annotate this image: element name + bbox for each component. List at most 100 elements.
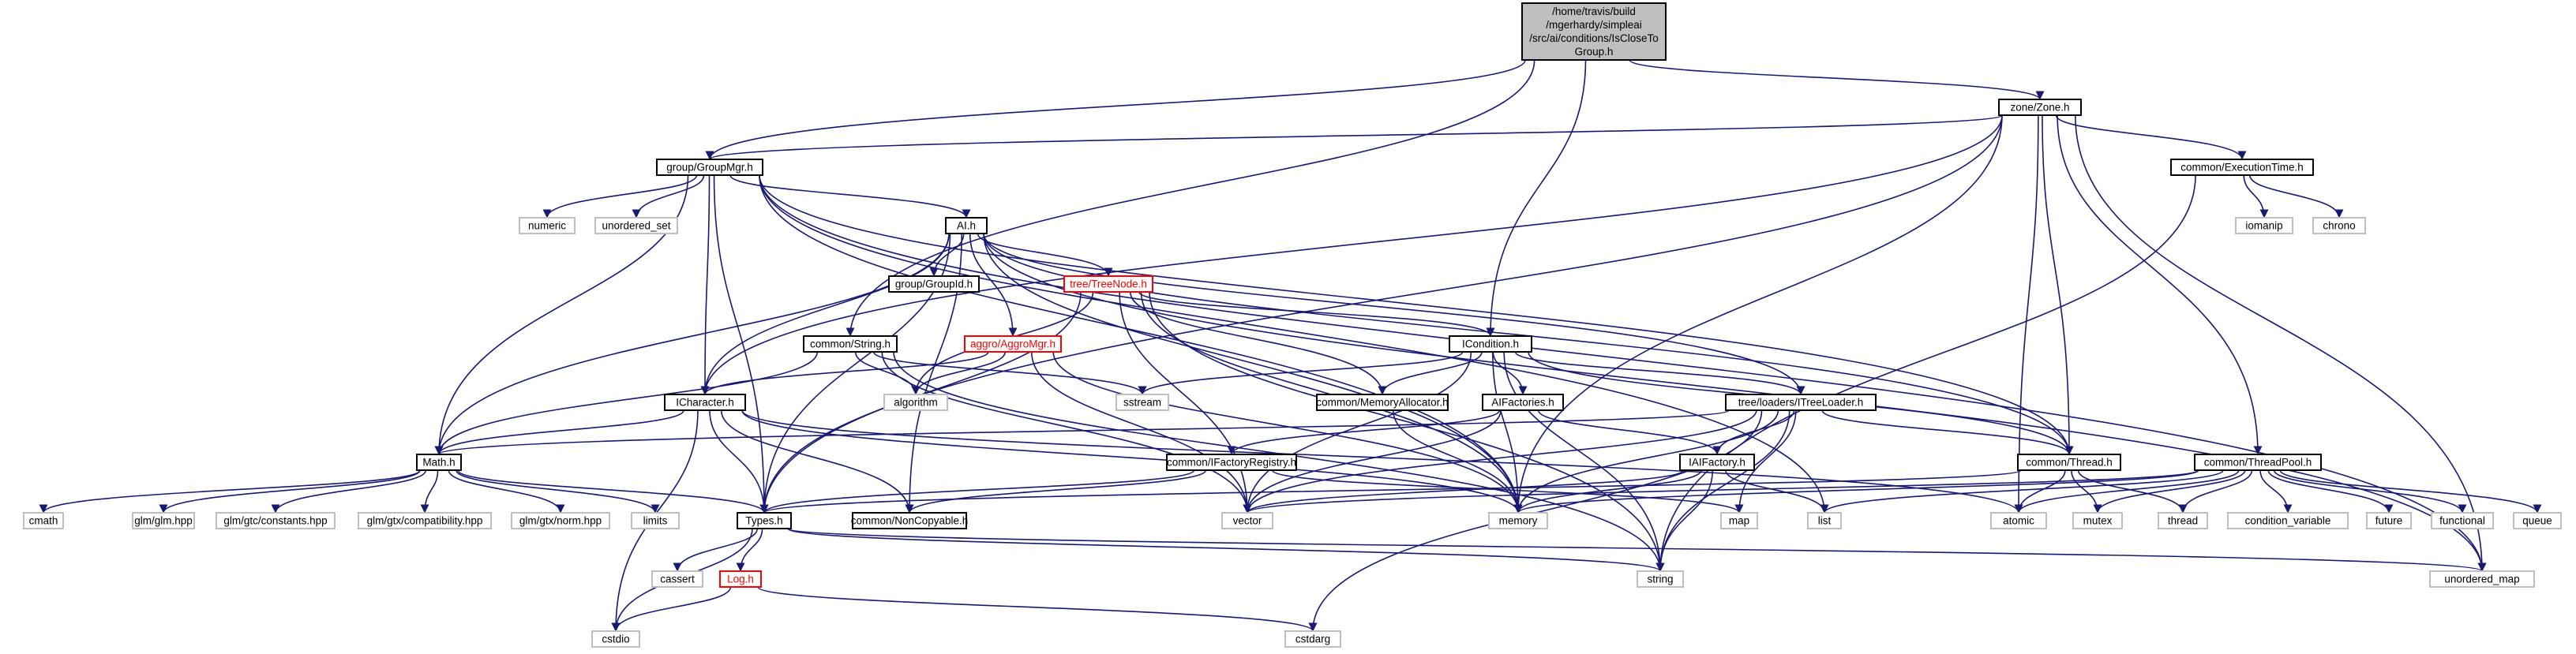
node-condvar: condition_variable xyxy=(2227,512,2349,529)
edge-exectime-to-chrono xyxy=(2249,174,2344,219)
node-types[interactable]: Types.h xyxy=(737,512,792,529)
node-limits: limits xyxy=(631,512,680,529)
edge-treeloader-to-memory xyxy=(1513,409,1779,514)
node-label: glm/gtx/norm.hpp xyxy=(519,515,602,527)
edge-ai-to-umap xyxy=(983,233,2487,572)
node-label: common/ThreadPool.h xyxy=(2204,457,2312,469)
edge-exectime-to-iomanip xyxy=(2243,174,2269,219)
node-aggro[interactable]: aggro/AggroMgr.h xyxy=(964,335,1062,353)
node-thread[interactable]: common/Thread.h xyxy=(2017,454,2121,471)
node-zone[interactable]: zone/Zone.h xyxy=(1998,99,2082,116)
edge-groupmgr-to-thread xyxy=(759,174,2074,455)
node-label: Log.h xyxy=(727,574,754,585)
node-umap: unordered_map xyxy=(2429,570,2535,588)
node-label: ICharacter.h xyxy=(676,397,734,409)
edge-threadpool-to-list xyxy=(1820,469,2224,514)
edge-aggro-to-algorithm xyxy=(911,351,1006,395)
edge-groupmgr-to-numeric xyxy=(542,174,698,219)
node-cassert: cassert xyxy=(651,570,703,588)
node-box xyxy=(1998,99,2082,116)
node-label: future xyxy=(2375,515,2403,527)
node-treenode[interactable]: tree/TreeNode.h xyxy=(1063,275,1153,293)
node-box xyxy=(1807,512,1842,529)
node-box xyxy=(2366,512,2412,529)
node-box xyxy=(945,217,988,234)
node-label: tree/TreeNode.h xyxy=(1070,278,1147,290)
node-box xyxy=(216,512,336,529)
node-aifactories[interactable]: AIFactories.h xyxy=(1482,394,1564,411)
node-algorithm: algorithm xyxy=(883,394,948,411)
edge-icond-to-aifactories xyxy=(1492,351,1528,395)
node-label: glm/glm.hpp xyxy=(134,515,193,527)
node-memalloc[interactable]: common/MemoryAllocator.h xyxy=(1316,394,1449,411)
node-box xyxy=(1488,512,1548,529)
node-box xyxy=(651,570,703,588)
node-label: cassert xyxy=(660,574,695,585)
node-glmnorm: glm/gtx/norm.hpp xyxy=(511,512,610,529)
edge-iaifactory-to-memory xyxy=(1513,469,1702,514)
node-ifactreg[interactable]: common/IFactoryRegistry.h xyxy=(1166,454,1297,471)
node-mathh[interactable]: Math.h xyxy=(416,454,462,471)
dependency-nodes: /home/travis/build/mgerhardy/simpleai/sr… xyxy=(23,2,2562,648)
node-log[interactable]: Log.h xyxy=(719,570,762,588)
node-box xyxy=(964,335,1062,353)
node-label: /mgerhardy/simpleai xyxy=(1546,19,1642,31)
edge-ai-to-mathh xyxy=(434,233,950,455)
node-string: string xyxy=(1637,570,1684,588)
edge-mathh-to-glmcompat xyxy=(420,469,439,514)
node-box xyxy=(2429,570,2535,588)
edge-icharacter-to-types xyxy=(709,409,769,514)
node-label: common/ExecutionTime.h xyxy=(2180,162,2304,174)
node-ai[interactable]: AI.h xyxy=(945,217,988,234)
node-noncopy[interactable]: common/NonCopyable.h xyxy=(851,512,969,529)
edge-mathh-to-limits xyxy=(456,469,660,514)
node-box xyxy=(883,394,948,411)
node-label: string xyxy=(1647,574,1673,585)
node-icharacter[interactable]: ICharacter.h xyxy=(664,394,746,411)
node-sstream: sstream xyxy=(1116,394,1169,411)
node-groupid[interactable]: group/GroupId.h xyxy=(888,275,980,293)
node-icond[interactable]: ICondition.h xyxy=(1449,335,1532,353)
node-root: /home/travis/build/mgerhardy/simpleai/sr… xyxy=(1521,2,1667,61)
node-box xyxy=(358,512,492,529)
edge-treeloader-to-iaifactory xyxy=(1712,409,1795,455)
node-iaifactory[interactable]: IAIFactory.h xyxy=(1679,454,1755,471)
node-label: /src/ai/conditions/IsCloseTo xyxy=(1529,32,1659,44)
edge-zone-to-types xyxy=(759,114,2003,514)
edge-ai-to-treeloader xyxy=(983,233,1805,395)
node-box xyxy=(2235,217,2293,234)
node-exectime[interactable]: common/ExecutionTime.h xyxy=(2170,159,2314,176)
node-numeric: numeric xyxy=(519,217,576,234)
node-map: map xyxy=(1720,512,1758,529)
node-label: glm/gtx/compatibility.hpp xyxy=(367,515,483,527)
edge-icond-to-string xyxy=(1503,351,1665,572)
node-box xyxy=(1449,335,1532,353)
edge-aggro-to-vector xyxy=(1030,351,1252,514)
node-label: AIFactories.h xyxy=(1491,397,1554,409)
node-label: AI.h xyxy=(957,220,976,232)
edge-aifactories-to-iaifactory xyxy=(1537,409,1722,455)
node-label: cstdarg xyxy=(1295,633,1330,645)
node-cstring[interactable]: common/String.h xyxy=(803,335,898,353)
node-box xyxy=(1316,394,1449,411)
edge-treeloader-to-map xyxy=(1734,409,1797,514)
node-threadpool[interactable]: common/ThreadPool.h xyxy=(2194,454,2322,471)
node-label: common/NonCopyable.h xyxy=(851,515,969,527)
edge-log-to-cstdarg xyxy=(757,586,1318,632)
edge-treenode-to-memalloc xyxy=(1129,291,1387,395)
edge-types-to-log xyxy=(736,528,763,572)
node-atomic: atomic xyxy=(1990,512,2047,529)
edge-mathh-to-glmnorm xyxy=(448,469,565,514)
edge-threadpool-to-threadh xyxy=(2178,469,2253,514)
node-treeloader[interactable]: tree/loaders/ITreeLoader.h xyxy=(1725,394,1877,411)
node-label: thread xyxy=(2168,515,2198,527)
edge-aggro-to-memory xyxy=(1052,351,1523,514)
node-box xyxy=(1725,394,1877,411)
edge-icharacter-to-mathh xyxy=(434,409,684,455)
edge-mathh-to-types xyxy=(457,469,769,514)
node-groupmgr[interactable]: group/GroupMgr.h xyxy=(656,159,763,176)
edge-exectime-to-string xyxy=(1655,174,2196,572)
node-label: common/Thread.h xyxy=(2026,457,2113,469)
node-label: algorithm xyxy=(894,397,938,409)
node-box xyxy=(1221,512,1273,529)
